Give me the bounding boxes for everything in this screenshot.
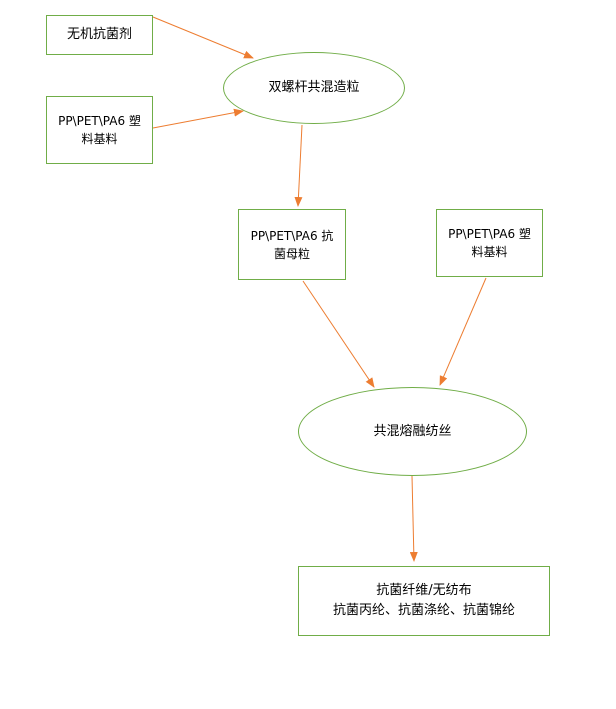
twin-screw-granulation-label: 双螺杆共混造粒 xyxy=(268,80,360,95)
inorganic-antibacterial-label: 无机抗菌剂 xyxy=(66,27,132,42)
plastic-base-label-2: PP\PET\PA6 塑料基料 xyxy=(448,227,531,259)
arrow-granulation-to-masterbatch xyxy=(294,124,303,207)
product-label-line2: 抗菌丙纶、抗菌涤纶、抗菌锦纶 xyxy=(332,603,515,618)
plastic-base-label-1: PP\PET\PA6 塑料基料 xyxy=(58,114,141,146)
antibacterial-masterbatch-box: PP\PET\PA6 抗菌母粒 xyxy=(238,209,346,280)
antibacterial-masterbatch-label: PP\PET\PA6 抗菌母粒 xyxy=(250,228,334,261)
plastic-base-box-1: PP\PET\PA6 塑料基料 xyxy=(46,96,153,164)
melt-spinning-ellipse: 共混熔融纺丝 xyxy=(298,387,527,476)
arrow-antibacterial-to-granulation xyxy=(152,16,254,59)
twin-screw-granulation-ellipse: 双螺杆共混造粒 xyxy=(223,52,405,124)
melt-spinning-label: 共混熔融纺丝 xyxy=(373,423,452,439)
plastic-base-box-2: PP\PET\PA6 塑料基料 xyxy=(436,209,543,277)
arrow-plastic-base-to-spinning xyxy=(439,277,487,386)
arrow-plastic-base-to-granulation xyxy=(152,108,244,129)
product-label-line1: 抗菌纤维/无纺布 xyxy=(376,583,472,598)
arrow-masterbatch-to-spinning xyxy=(302,280,375,388)
inorganic-antibacterial-box: 无机抗菌剂 xyxy=(46,15,153,55)
arrow-spinning-to-product xyxy=(409,475,418,562)
product-box: 抗菌纤维/无纺布 抗菌丙纶、抗菌涤纶、抗菌锦纶 xyxy=(298,566,550,636)
